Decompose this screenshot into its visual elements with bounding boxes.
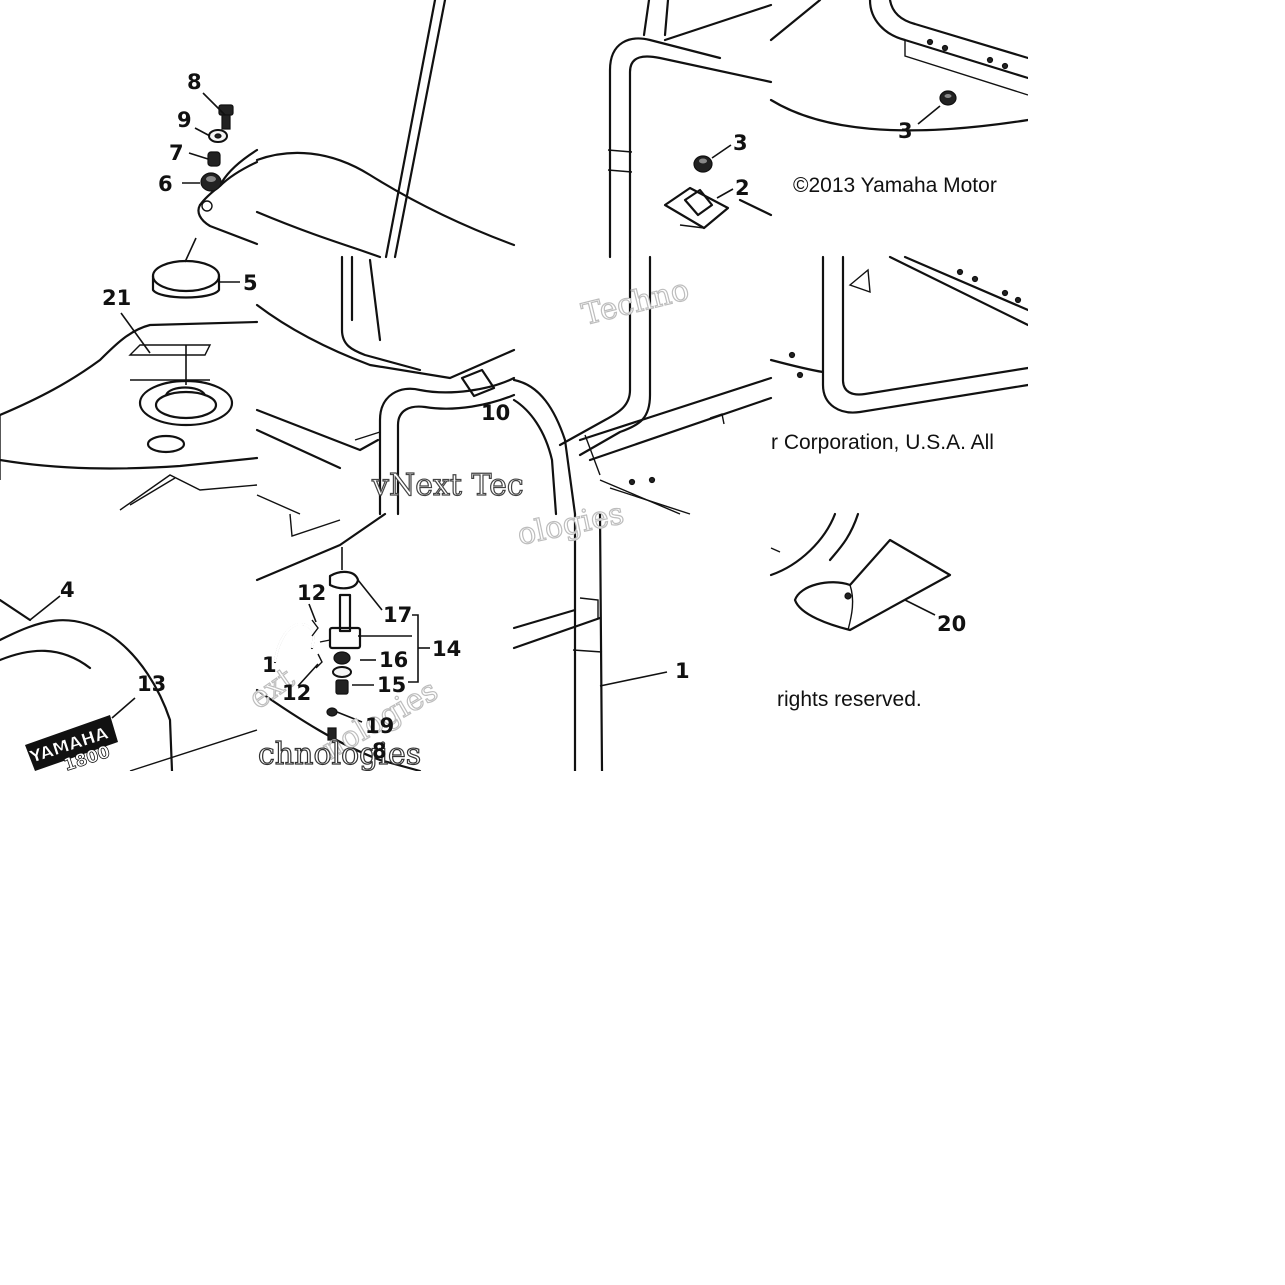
hose-icon (273, 623, 315, 664)
callout-8: 8 (372, 739, 387, 763)
callout-3: 3 (733, 131, 748, 155)
nut-icon (939, 90, 957, 106)
copyright-line-2: r Corporation, U.S.A. All (771, 431, 994, 454)
callout-17: 17 (383, 603, 412, 627)
watermark-text: Techno (578, 272, 692, 332)
watermark-text: chnologies (258, 737, 421, 772)
callout-5: 5 (243, 271, 258, 295)
tile-fuel-cock (255, 512, 430, 773)
callout-9: 9 (177, 108, 192, 132)
callout-8: 8 (187, 70, 202, 94)
cover-plate-icon (793, 538, 952, 632)
tile-tank-front (255, 255, 516, 516)
copyright-notice: ©2013 Yamaha Motor r Corporation, U.S.A.… (771, 174, 997, 711)
callout-20: 20 (937, 612, 966, 636)
watermark-text: ologies (514, 496, 627, 553)
bolt-icon (218, 104, 234, 130)
callout-19: 19 (365, 714, 394, 738)
tile-frame-center (512, 255, 773, 516)
callout-13: 13 (137, 672, 166, 696)
collar-icon (207, 151, 221, 167)
callout-7: 7 (169, 141, 184, 165)
nut-icon (693, 155, 713, 173)
fuel-cap-icon (151, 259, 221, 299)
callout-10: 10 (481, 401, 510, 425)
callout-6: 6 (158, 172, 173, 196)
grommet-icon (200, 172, 222, 192)
logo-plate: YAMAHA 1800 (25, 715, 118, 776)
copyright-line-1: ©2013 Yamaha Motor (793, 174, 997, 197)
callout-16: 16 (379, 648, 408, 672)
callout-3: 3 (898, 119, 913, 143)
callout-14: 14 (432, 637, 461, 661)
bracket-icon (663, 186, 730, 230)
tile-frame-right-mid (769, 255, 1030, 414)
fuel-cock-icon (319, 593, 362, 741)
callout-15: 15 (377, 673, 406, 697)
callout-21: 21 (102, 286, 131, 310)
callout-1: 1 (262, 653, 277, 677)
tile-frame-right-top (769, 0, 1030, 132)
callout-2: 2 (735, 176, 750, 200)
part-labels: 8 9 7 6 5 21 10 3 2 3 4 13 12 17 14 16 1… (60, 70, 966, 763)
tile-frame-top (607, 0, 773, 259)
tile-cover (769, 512, 952, 632)
callout-12: 12 (282, 681, 311, 705)
blank-area-right (1028, 0, 1285, 771)
tile-frame-lower (512, 512, 668, 773)
callout-12: 12 (297, 581, 326, 605)
callout-1: 1 (675, 659, 690, 683)
callout-4: 4 (60, 578, 75, 602)
tile-tank-top (255, 0, 516, 259)
tile-fuel-cap (0, 92, 259, 511)
blank-area-bottom (0, 771, 1285, 1285)
copyright-line-3: rights reserved. (777, 688, 922, 711)
tile-tank-side: YAMAHA 1800 (0, 595, 258, 776)
watermark-text: vNext Tec (371, 468, 524, 503)
